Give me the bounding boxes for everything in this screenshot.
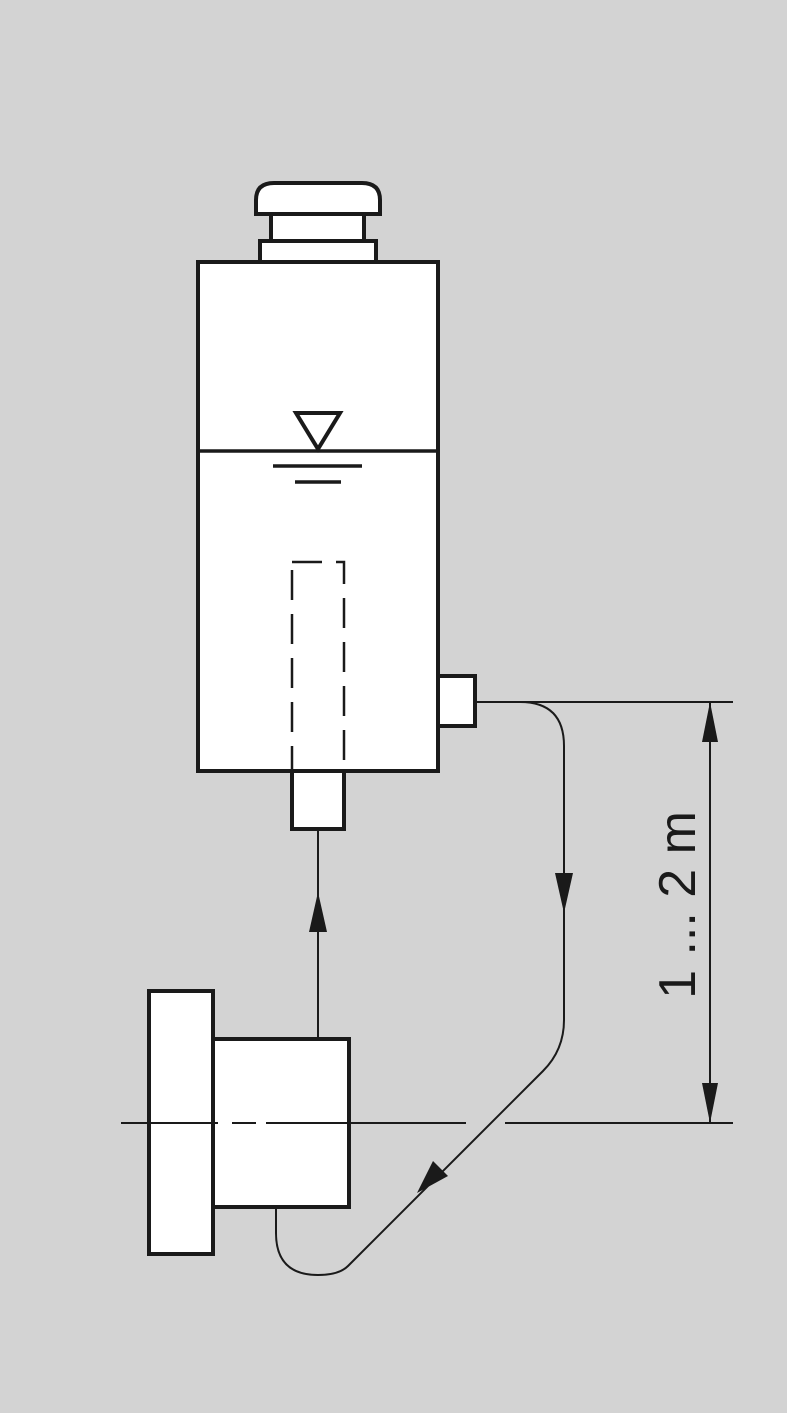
reservoir-body: [196, 260, 440, 773]
dimension-arrow-down-icon: [702, 1083, 718, 1123]
fluid-level-symbol: [273, 411, 362, 484]
reservoir: [196, 181, 477, 831]
return-line: [275, 701, 565, 1277]
cap-neck: [269, 212, 366, 243]
return-port: [436, 674, 477, 728]
outlet-port: [290, 769, 346, 831]
reservoir-cap: [254, 181, 382, 216]
cap-collar: [258, 239, 378, 264]
return-flow-arrow-diagonal-icon: [417, 1161, 448, 1193]
level-triangle-icon: [292, 411, 344, 453]
dimension-label: 1 ... 2 m: [649, 811, 707, 999]
dimension-arrow-up-icon: [702, 702, 718, 742]
supply-flow-arrow-icon: [309, 892, 327, 932]
return-flow-arrow-down-icon: [555, 873, 573, 913]
height-dimension: 1 ... 2 m: [505, 701, 733, 1124]
